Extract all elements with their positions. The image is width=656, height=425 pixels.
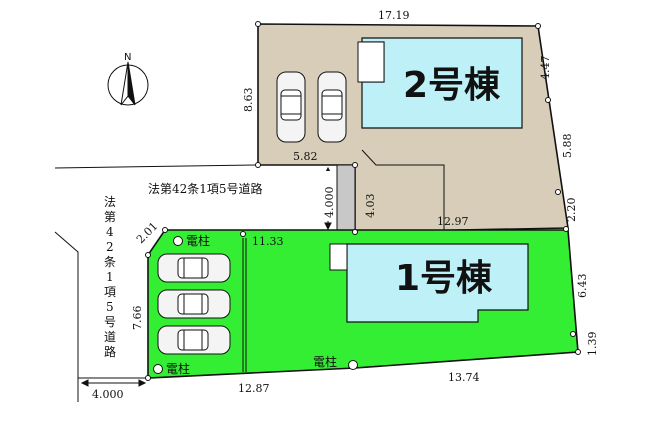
building-1-label: 1号棟 bbox=[395, 258, 493, 299]
road-vertical-char: 4 bbox=[106, 225, 114, 239]
passage-width-label: 4.000 bbox=[323, 187, 336, 219]
dim-neck-side: 4.03 bbox=[364, 194, 377, 219]
building-2-label: 2号棟 bbox=[403, 65, 501, 106]
utility-poles: 電柱 電柱 電柱 bbox=[153, 233, 358, 376]
dim-top: 17.19 bbox=[378, 9, 410, 22]
boundary-markers bbox=[145, 21, 581, 381]
road-horizontal-top-edge bbox=[54, 164, 259, 169]
car bbox=[276, 71, 306, 143]
utility-pole-icon bbox=[153, 364, 163, 374]
dim-lot1-right-lower: 1.39 bbox=[586, 332, 599, 357]
dim-lot1-top: 11.33 bbox=[252, 235, 284, 248]
dim-right-mid: 5.88 bbox=[561, 134, 574, 159]
corner-marker bbox=[575, 349, 581, 355]
passage-strip bbox=[336, 164, 356, 233]
corner-marker bbox=[162, 227, 168, 233]
road-vertical-char: 1 bbox=[106, 270, 114, 284]
road-width-dimension bbox=[80, 379, 147, 387]
north-arrow-label: N bbox=[124, 52, 131, 63]
dim-bottom-left: 12.87 bbox=[238, 382, 270, 395]
corner-marker bbox=[255, 162, 261, 168]
corner-marker bbox=[240, 231, 246, 237]
utility-pole-icon bbox=[173, 236, 183, 246]
car bbox=[157, 289, 231, 319]
road-vertical-label: 法 第 4 2 条 1 項 5 号 道 路 bbox=[104, 195, 116, 359]
road-vertical-char: 第 bbox=[104, 210, 116, 224]
road-vertical-char: 2 bbox=[106, 240, 114, 254]
corner-marker bbox=[545, 97, 551, 103]
road-vertical-char: 法 bbox=[104, 195, 116, 209]
road-vertical-char: 項 bbox=[104, 285, 116, 299]
car bbox=[157, 325, 231, 355]
road-vertical-char: 道 bbox=[104, 330, 116, 344]
passage-width-label-box bbox=[320, 171, 336, 221]
utility-pole-label: 電柱 bbox=[313, 354, 337, 369]
road-vertical-char: 号 bbox=[104, 315, 116, 329]
dim-lot1-left: 7.66 bbox=[131, 306, 144, 331]
north-arrow: N bbox=[107, 52, 149, 106]
dim-neck-top: 5.82 bbox=[293, 150, 318, 163]
road-width-label: 4.000 bbox=[92, 388, 124, 401]
corner-marker bbox=[255, 21, 261, 27]
utility-pole-icon bbox=[348, 360, 358, 370]
dim-upper-right: 4.47 bbox=[539, 56, 552, 81]
dim-bottom-right: 13.74 bbox=[448, 371, 480, 384]
road-vertical-left-edge bbox=[54, 231, 79, 402]
parking-cars-lot-2 bbox=[276, 71, 347, 143]
car bbox=[317, 71, 347, 143]
dim-lot1-right-upper: 6.43 bbox=[576, 274, 589, 299]
building-1-annex bbox=[329, 243, 348, 271]
parking-cars-lot-1 bbox=[157, 253, 231, 355]
road-vertical-char: 路 bbox=[104, 344, 116, 359]
road-lines bbox=[54, 164, 259, 402]
lot-2-inner-boundary bbox=[361, 149, 445, 230]
road-vertical-char: 5 bbox=[106, 300, 114, 314]
road-horizontal-label: 法第42条1項5号道路 bbox=[148, 181, 263, 196]
corner-marker bbox=[352, 162, 358, 168]
building-2-annex bbox=[357, 41, 385, 83]
utility-pole-label: 電柱 bbox=[186, 233, 210, 248]
corner-marker bbox=[352, 229, 358, 235]
corner-marker bbox=[145, 375, 151, 381]
dimension-labels: 17.19 4.47 5.88 2.20 8.63 5.82 4.03 12.9… bbox=[131, 9, 599, 395]
utility-pole-label: 電柱 bbox=[166, 361, 190, 376]
dim-left-upper: 8.63 bbox=[242, 88, 255, 113]
corner-marker bbox=[555, 189, 561, 195]
dim-inner-boundary: 12.97 bbox=[437, 215, 469, 228]
corner-marker bbox=[145, 252, 151, 258]
corner-marker bbox=[570, 331, 576, 337]
building-1-footprint bbox=[346, 243, 529, 323]
corner-marker bbox=[535, 23, 541, 29]
road-vertical-char: 条 bbox=[104, 255, 116, 269]
car bbox=[157, 253, 231, 283]
north-arrow-needle-dark-icon bbox=[127, 61, 136, 106]
dim-right-near-border: 2.20 bbox=[565, 198, 578, 223]
corner-marker bbox=[563, 226, 569, 232]
